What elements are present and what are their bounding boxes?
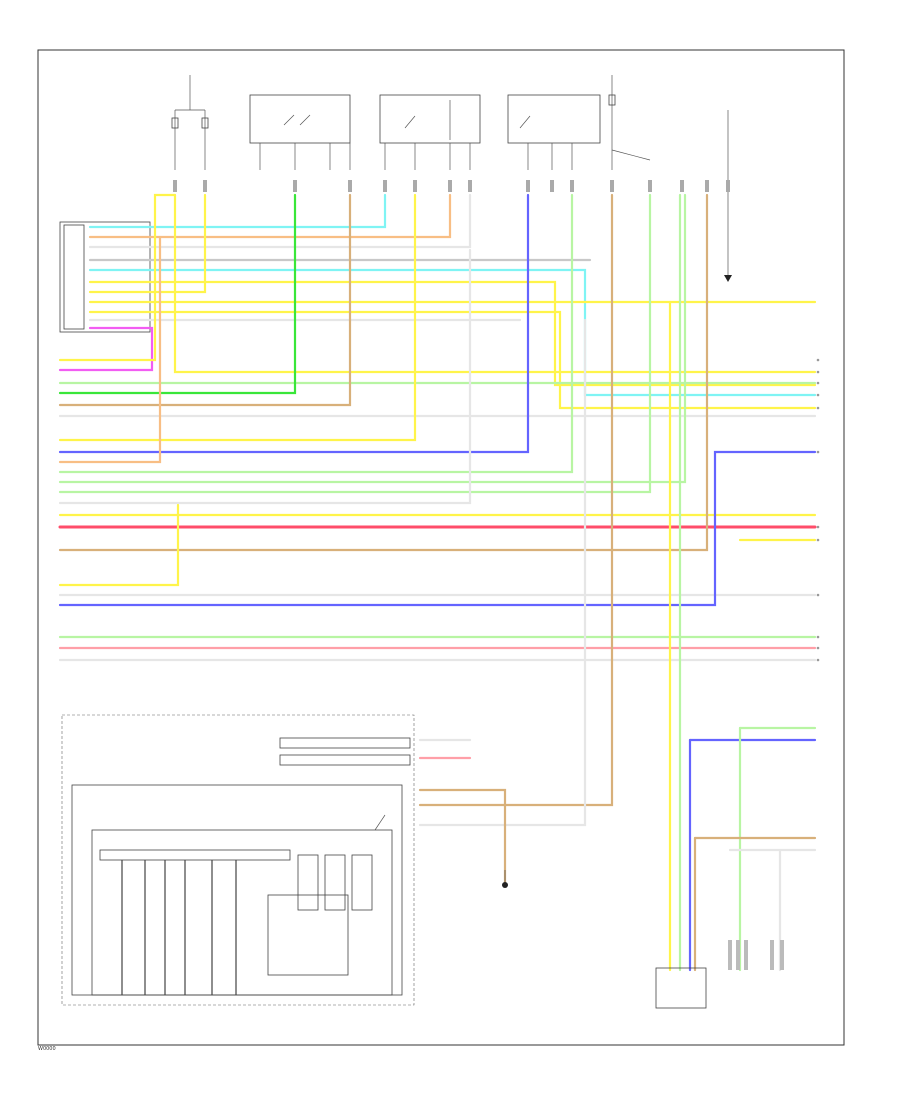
wire-harness	[58, 193, 817, 972]
wire-yel-4	[88, 310, 817, 410]
wire-wht-9	[418, 318, 587, 827]
wire-blu-2	[58, 450, 817, 607]
wire-lt-grn-3	[58, 193, 687, 484]
fuse-feed-left	[171, 75, 209, 170]
wire-blu-1	[58, 193, 530, 454]
ground-symbol	[502, 870, 508, 888]
wire-wht-1	[88, 193, 472, 249]
diagram-code: W0000	[38, 1046, 56, 1052]
wire-pnk-1	[58, 326, 154, 372]
fuse-feed-right	[608, 75, 651, 170]
control-module	[61, 714, 415, 1006]
wire-yel-6	[173, 193, 817, 374]
door-switch-3	[507, 94, 601, 170]
connector-pins	[173, 180, 730, 192]
left-connector-block	[59, 221, 151, 333]
wire-brn-1	[58, 193, 352, 407]
door-switch-1	[249, 94, 351, 170]
wire-brn-5	[418, 193, 614, 807]
wire-orn-1	[88, 193, 452, 239]
wire-lt-grn-4	[58, 193, 652, 494]
wire-yel-5	[58, 193, 177, 362]
wire-orn-2	[58, 235, 162, 464]
sensor-unit	[655, 967, 707, 1009]
wire-yel-7	[58, 193, 417, 442]
wire-yel-2	[88, 193, 207, 294]
diagram-frame	[37, 49, 845, 1046]
wire-yel-10	[58, 503, 180, 587]
wire-brn-2	[58, 193, 709, 552]
connector-right	[724, 110, 732, 282]
module-circuit-lines	[121, 860, 237, 995]
wire-lt-blu-1	[88, 193, 387, 229]
connector-unit	[728, 940, 784, 970]
door-switch-2	[379, 94, 481, 170]
wire-wht-4	[58, 248, 472, 505]
wire-grn-1	[58, 193, 297, 395]
wire-brn-6	[418, 788, 507, 887]
wire-lt-grn-2	[58, 193, 574, 474]
right-edge-terminals	[816, 358, 820, 662]
